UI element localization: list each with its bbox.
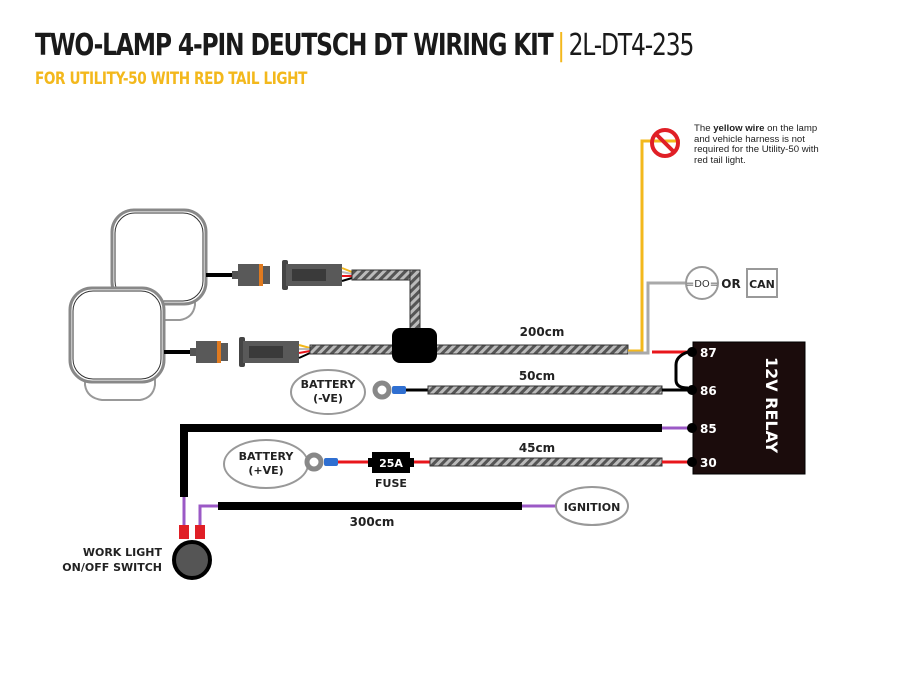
can-label: CAN [749, 278, 775, 291]
lamp-2 [68, 286, 166, 401]
yellow-wire-note: The yellow wire on the lamp and vehicle … [694, 123, 834, 166]
switch-label-1: WORK LIGHT [83, 546, 163, 559]
work-light-switch [172, 525, 212, 580]
note-bold: yellow wire [713, 123, 765, 134]
pin-30: 30 [700, 456, 717, 470]
length-label-50cm: 50cm [519, 369, 555, 383]
pin-86: 86 [700, 384, 717, 398]
female-connector-1 [282, 260, 353, 290]
pin-85: 85 [700, 422, 717, 436]
page-title: TWO-LAMP 4-PIN DEUTSCH DT WIRING KIT|2L-… [35, 28, 695, 63]
note-prefix: The [694, 123, 711, 134]
junction-block [392, 328, 437, 363]
can-box [746, 268, 778, 298]
lamp-1-harness-drop [409, 269, 421, 331]
fuse-label: FUSE [375, 477, 407, 490]
jumper-wire-87-86 [674, 350, 689, 390]
battery-neg-label-1: BATTERY [301, 378, 357, 391]
page-subtitle: FOR UTILITY-50 WITH RED TAIL LIGHT [35, 69, 307, 89]
ignition: IGNITION [555, 486, 629, 526]
gray-wire [628, 281, 686, 355]
length-label-45cm: 45cm [519, 441, 555, 455]
battery-positive: BATTERY (+VE) [223, 439, 309, 489]
battery-neg-label-2: (-VE) [313, 392, 343, 405]
tail-light-bulb-icon: =DO= [685, 266, 719, 300]
title-separator: | [557, 28, 565, 63]
length-label-200cm: 200cm [520, 325, 565, 339]
relay: 87 86 85 30 12V RELAY [687, 341, 806, 475]
battery-negative: BATTERY (-VE) [290, 369, 366, 415]
title-text: TWO-LAMP 4-PIN DEUTSCH DT WIRING KIT [35, 28, 554, 63]
female-connector-2 [239, 337, 311, 367]
fuse-rating: 25A [379, 457, 403, 470]
or-label: OR [721, 277, 740, 291]
fuse: 25A [368, 452, 414, 473]
switch-wire-85 [180, 424, 662, 497]
battery-pos-label-2: (+VE) [248, 464, 283, 477]
male-connector-2 [190, 341, 228, 363]
ignition-label: IGNITION [564, 501, 621, 514]
note-suffix: on the lamp and vehicle harness is not r… [694, 123, 819, 166]
relay-label: 12V RELAY [762, 357, 781, 454]
battery-pos-label-1: BATTERY [239, 450, 295, 463]
pin-87: 87 [700, 346, 717, 360]
harness-50cm [427, 385, 663, 395]
switch-label-2: ON/OFF SWITCH [62, 561, 162, 574]
yellow-wire [628, 139, 680, 353]
male-connector-1 [232, 264, 270, 286]
ring-terminal-negative [372, 380, 406, 400]
harness-45cm [429, 457, 663, 467]
part-code: 2L-DT4-235 [568, 28, 695, 63]
main-harness-200cm [309, 344, 629, 355]
ring-terminal-positive [304, 452, 338, 472]
length-label-300cm: 300cm [350, 515, 395, 529]
svg-text:=DO=: =DO= [686, 279, 718, 290]
prohibited-icon [650, 128, 680, 158]
